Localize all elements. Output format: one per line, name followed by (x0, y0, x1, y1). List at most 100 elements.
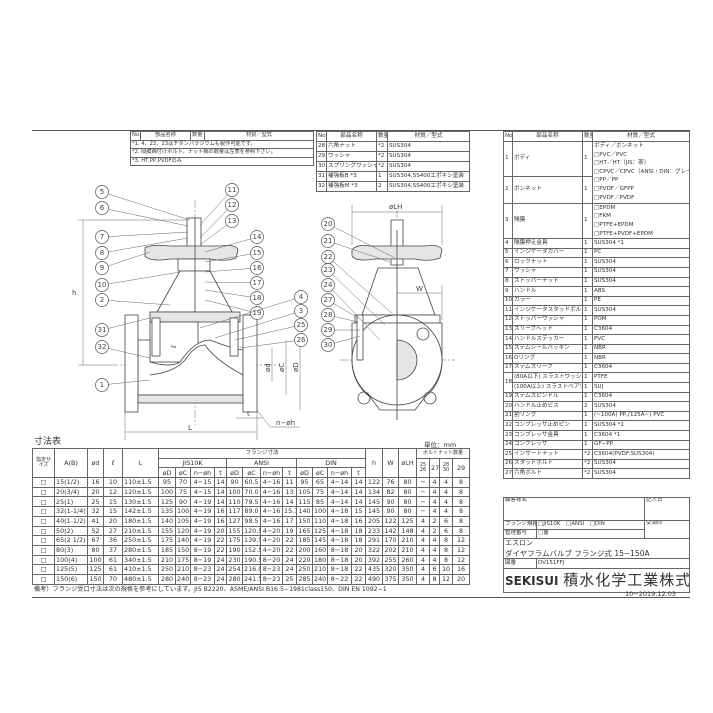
callout-number: 7 (100, 233, 104, 241)
dimension-value: 115 (296, 496, 313, 508)
dim-W: W (416, 285, 423, 293)
dimension-value: 8 (439, 544, 454, 556)
parts-table-top: No.部品名称数量材質／型式28六角ナット*2SUS30429ワッシャ*2SUS… (316, 131, 470, 192)
dimension-value: 145 (365, 506, 384, 517)
dimension-value: 22 (214, 535, 227, 546)
dimension-value: 155 (158, 525, 176, 537)
dimension-value: 4 (439, 506, 454, 517)
header-LH: øLH (398, 447, 418, 479)
size-checkbox[interactable]: □ (32, 554, 55, 566)
dimension-value: 90 (382, 506, 400, 517)
size-value: 100(4) (54, 554, 88, 566)
size-value: 150(6) (54, 573, 88, 585)
dimension-value: 280 (158, 573, 176, 585)
callout: 30 (321, 335, 361, 352)
dimension-value: 210 (398, 544, 418, 556)
dimension-value: 4 (416, 515, 431, 527)
size-checkbox[interactable]: □ (32, 496, 55, 508)
dimension-value: 8 (452, 506, 470, 517)
callout-number: 19 (253, 309, 262, 317)
dimension-value: 480±1.5 (122, 573, 159, 585)
dimension-value: 16 (214, 506, 227, 517)
dimension-value: 75 (175, 486, 191, 498)
dimension-value: 180 (312, 554, 328, 566)
size-checkbox[interactable]: □ (32, 506, 55, 517)
dimension-value: 4 (429, 496, 441, 508)
dimension-value: 392 (365, 554, 384, 566)
dimension-value: 4 (429, 544, 441, 556)
dimension-value: 6 (439, 515, 454, 527)
callout-number: 14 (253, 233, 262, 241)
frame-bottom-line (32, 597, 690, 598)
dimension-value: 22 (282, 544, 297, 556)
size-checkbox[interactable]: □ (32, 573, 55, 585)
material-option: ボディ／ボンネット (594, 143, 644, 150)
dimension-value: 100 (226, 486, 243, 498)
dimension-value: 41 (87, 515, 104, 527)
callout: 17 (204, 276, 264, 290)
dimension-value: 25 (87, 496, 104, 508)
dimension-value: 14 (350, 486, 367, 498)
dimension-value: 15 (103, 496, 123, 508)
size-checkbox[interactable]: □ (32, 486, 55, 498)
callout-number: 12 (228, 201, 237, 209)
dimension-value: − (416, 477, 431, 488)
dimension-value: 67 (87, 535, 104, 546)
dimension-value: 110 (312, 515, 328, 527)
dimension-value: 140 (296, 506, 313, 517)
title-block: 顧客様名 記入日 フランジ規格 □JIS10K □ANSI □DIN 受領印 管… (502, 497, 690, 593)
dimension-value: 134 (365, 486, 384, 498)
dimension-value: 150 (175, 544, 191, 556)
dimension-value: 89.0 (242, 506, 261, 517)
dimension-table: 指定サイズ A(B) ød ℓ L フランジ寸法 h W øLH ボルトナット数… (32, 447, 470, 585)
dimension-value: 20 (214, 525, 227, 537)
size-checkbox[interactable]: □ (32, 515, 55, 527)
dimension-value: 25 (282, 573, 297, 585)
dimension-value: 60.5 (242, 477, 261, 488)
size-checkbox[interactable]: □ (32, 477, 55, 488)
dimension-value: 80 (398, 506, 418, 517)
size-checkbox[interactable]: □ (32, 564, 55, 575)
size-value: 50(2) (54, 525, 88, 537)
dimension-value: 8 (439, 535, 454, 546)
dimension-value: 4−15 (190, 477, 215, 488)
callout: 26 (239, 333, 308, 349)
size-checkbox[interactable]: □ (32, 535, 55, 546)
dimension-value: 8−18 (327, 544, 352, 556)
header-b1: 25 26 (416, 457, 431, 479)
dimension-value: 125 (158, 496, 176, 508)
dimension-value: 100 (312, 506, 328, 517)
diaphragm-material: □EPDM□FKM□PTFE+EPDM□PTFE+PVDF+EPDM (592, 202, 690, 240)
callout-number: 21 (324, 237, 333, 245)
dimension-value: 4−18 (327, 515, 352, 527)
dimension-value: 22 (350, 573, 367, 585)
dimension-value: 4 (416, 535, 431, 546)
flange-label: フランジ規格 (503, 520, 537, 530)
dimension-value: 120 (175, 525, 191, 537)
callout-number: 29 (324, 326, 333, 334)
dimension-value: 210 (312, 564, 328, 575)
dimension-value: 80 (398, 486, 418, 498)
dimension-value: 150 (296, 515, 313, 527)
dimension-value: 4−19 (190, 506, 215, 517)
callout: 7 (95, 230, 189, 244)
dimension-value: 254 (226, 564, 243, 575)
size-checkbox[interactable]: □ (32, 544, 55, 556)
dimension-value: 142 (382, 525, 400, 537)
flange-value[interactable]: □JIS10K □ANSI □DIN (535, 520, 646, 530)
dimension-value: 80 (398, 477, 418, 488)
dimension-value: 14 (214, 477, 227, 488)
size-checkbox[interactable]: □ (32, 525, 55, 537)
dimension-value: 410±1.5 (122, 564, 159, 575)
callout: 10 (95, 271, 181, 292)
dimension-value: 241.5 (242, 573, 261, 585)
dimension-value: 435 (365, 564, 384, 575)
dimension-value: 375 (382, 573, 400, 585)
header-D: øD (296, 467, 313, 479)
dimension-footnote: 備考）フランジ受口寸法は次の規格を参考にしています。JIS B2220、ASME… (34, 586, 387, 593)
dimension-value: 65 (312, 477, 328, 488)
material-option: □PVC／PVC (594, 151, 628, 158)
dimension-value: 110±1.5 (122, 477, 159, 488)
